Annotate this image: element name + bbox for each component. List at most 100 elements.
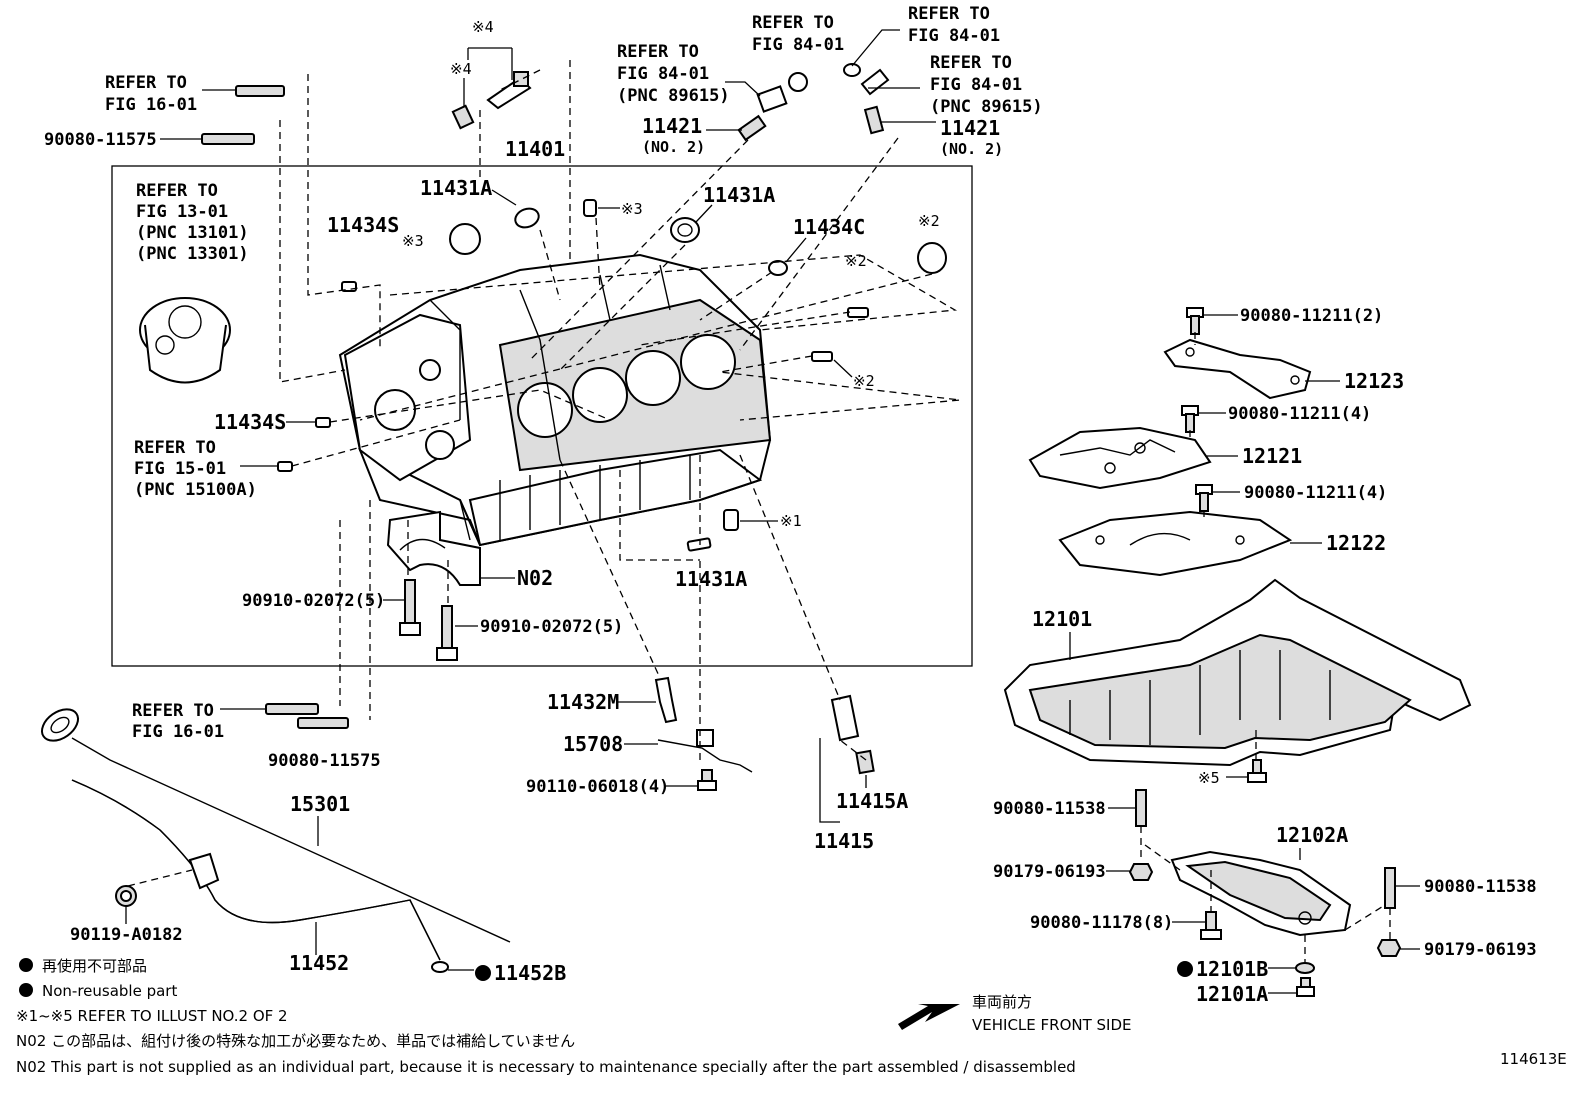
direction-jp: 車両前方: [972, 993, 1032, 1011]
label-mark1: ※1: [780, 512, 802, 530]
stud-90080-11575-top: [201, 133, 255, 145]
label-drain-asm: 11415: [814, 829, 874, 853]
label-bolt-b: 90910-02072(5): [480, 617, 623, 637]
plug-mark3-b: [583, 199, 597, 217]
label-mark3-b: ※3: [621, 200, 643, 218]
label-oil-pan: 12101: [1032, 607, 1092, 631]
connector-b: [788, 72, 808, 92]
connector-c: [843, 63, 861, 77]
label-bolt-pipe: 90110-06018(4): [526, 777, 669, 797]
plug-mark2-a: [917, 242, 947, 274]
label-guide-bolt: 90119-A0182: [70, 925, 183, 945]
stud-90080-11538-a: [1135, 789, 1147, 827]
label-plate: 12121: [1242, 444, 1302, 468]
direction-arrow-icon: [898, 1004, 960, 1030]
pin-mark2-b: [847, 307, 869, 318]
label-mark2-b: ※2: [845, 252, 867, 270]
label-bolt-12121a: 90080-11211(4): [1228, 404, 1371, 424]
filled-circle-icon: [19, 958, 33, 972]
pin-11431a-c: [686, 537, 712, 552]
label-dipstick: 15301: [290, 792, 350, 816]
block-group-frame: [111, 165, 973, 667]
baffle-12122: [1058, 510, 1293, 577]
cap-bolt-a: [399, 579, 421, 636]
label-pin-c: 11434C: [793, 215, 865, 239]
label-oil-pan2: 12102A: [1276, 823, 1348, 847]
label-plug-c: 11431A: [675, 567, 747, 591]
knock-sensor-11432m: [654, 676, 678, 724]
label-stud-top: 90080-11575: [44, 130, 157, 150]
label-gasket: 12101B: [1196, 957, 1268, 981]
dipstick-guide-11452: [71, 779, 441, 961]
bolt-90110-06018: [697, 769, 717, 791]
label-stud-bottom: 90080-11575: [268, 751, 381, 771]
bolt-mark5: [1247, 759, 1267, 783]
plug-11431a-a: [514, 207, 540, 229]
label-sensor-left: 11421(NO. 2): [642, 114, 705, 156]
label-mark2-c: ※2: [853, 372, 875, 390]
legend-en-nonreusable: Non-reusable part: [42, 982, 177, 1000]
bolt-90080-11178: [1200, 911, 1222, 940]
bolt-90080-11211-4b: [1195, 484, 1213, 512]
label-pin-s-top: 11434S: [327, 213, 399, 237]
cap-bolt-b: [436, 605, 458, 661]
label-drain: 11415A: [836, 789, 908, 813]
label-plug-b: 11431A: [703, 183, 775, 207]
label-sensor-right: 11421(NO. 2): [940, 116, 1003, 158]
plug-mark1: [723, 509, 739, 531]
label-stud-pan-b: 90080-11538: [1424, 877, 1537, 897]
label-guide: 11452: [289, 951, 349, 975]
plug-mark3-a: [449, 223, 481, 255]
label-block: 11401: [505, 137, 565, 161]
label-baffle: 12122: [1326, 531, 1386, 555]
label-n02: N02: [517, 566, 553, 590]
label-bolt-12121b: 90080-11211(4): [1244, 483, 1387, 503]
illustration-id: 114613E: [1500, 1050, 1567, 1068]
oring-11452b: [431, 961, 449, 973]
sensor-no2-right: [863, 105, 885, 135]
legend-jp-nonreusable: 再使用不可部品: [42, 957, 147, 975]
legend-n02-jp: N02 この部品は、組付け後の特殊な加工が必要なため、単品では補給していません: [16, 1032, 575, 1050]
label-nut-pan-a: 90179-06193: [993, 862, 1106, 882]
drain-cock-11415: [830, 694, 875, 775]
label-nut-pan-b: 90179-06193: [1424, 940, 1537, 960]
dipstick-15301: [40, 708, 511, 943]
assembly-dashed-lines: [127, 60, 1391, 962]
filled-circle-icon: [19, 983, 33, 997]
piston-crank-reference: [139, 297, 231, 384]
label-mark5: ※5: [1198, 769, 1220, 787]
filled-circle-icon: [1177, 961, 1193, 977]
label-sensor-knock: 11432M: [547, 690, 619, 714]
stiffener-12123: [1163, 338, 1312, 400]
label-bolt-a: 90910-02072(5): [242, 591, 385, 611]
legend-refer-note: ※1~※5 REFER TO ILLUST NO.2 OF 2: [16, 1007, 288, 1025]
plug-11431a-b: [670, 217, 700, 243]
oil-pan-12101: [1003, 578, 1472, 767]
label-pipe: 15708: [563, 732, 623, 756]
bolt-90080-11211-2: [1186, 307, 1204, 335]
label-drain-plug: 12101A: [1196, 982, 1268, 1006]
label-mark2-a: ※2: [918, 212, 940, 230]
legend-n02-en: N02 This part is not supplied as an indi…: [16, 1058, 1076, 1076]
label-oring: 11452B: [494, 961, 566, 985]
bearing-cap-n02: [386, 510, 481, 586]
pipe-15708: [657, 729, 753, 773]
bolt-90080-11211-4a: [1181, 405, 1199, 433]
stud-refer-top: [235, 85, 285, 97]
pin-11434s-left: [315, 417, 331, 428]
pin-refer-fig15: [277, 461, 293, 472]
label-bolt-12123: 90080-11211(2): [1240, 306, 1383, 326]
label-stiffener: 12123: [1344, 369, 1404, 393]
direction-en: VEHICLE FRONT SIDE: [972, 1016, 1132, 1034]
label-bolt-pan2: 90080-11178(8): [1030, 913, 1173, 933]
stud-90080-11575-bottom: [297, 717, 349, 729]
label-pin-s-left: 11434S: [214, 410, 286, 434]
